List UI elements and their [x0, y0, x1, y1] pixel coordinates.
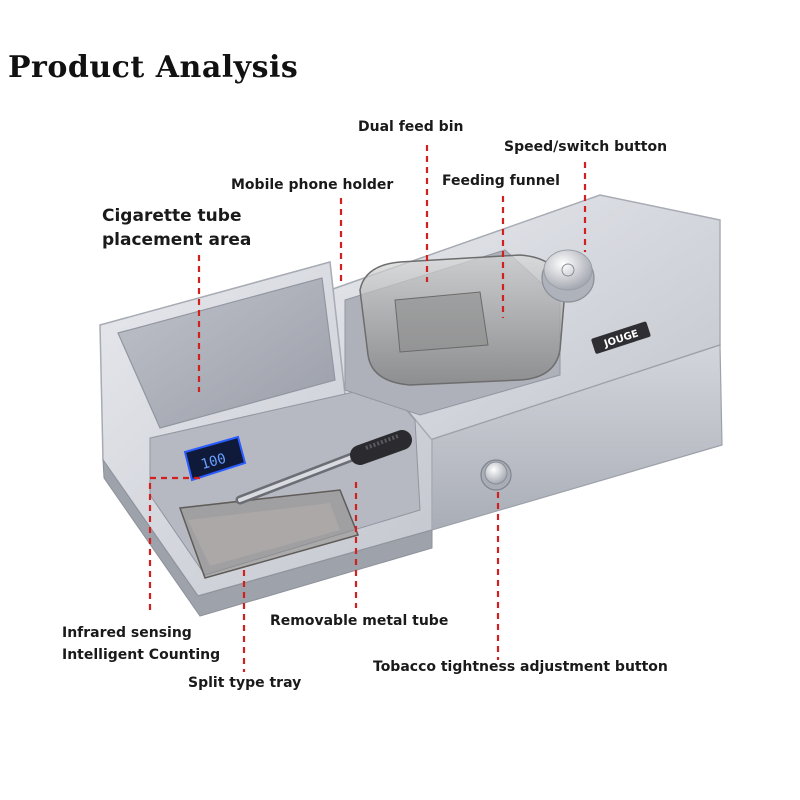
counter-display — [183, 435, 247, 482]
counter-display-value: 100 — [199, 451, 228, 473]
speed-switch-knob — [541, 249, 595, 303]
label-feeding-funnel: Feeding funnel — [442, 173, 560, 189]
label-removable-metal-tube: Removable metal tube — [270, 613, 449, 629]
label-cigarette-tube-area: Cigarette tube placement area — [102, 204, 302, 252]
leader-lines — [148, 145, 587, 672]
feed-bin — [359, 254, 566, 386]
brand-badge — [591, 321, 651, 354]
label-mobile-phone-holder: Mobile phone holder — [231, 177, 394, 193]
label-cigarette-tube-area-line1: Cigarette tube — [102, 206, 242, 226]
leader-infrared-sensing — [148, 476, 200, 610]
label-split-type-tray: Split type tray — [188, 675, 302, 691]
device-body — [99, 194, 723, 617]
tightness-knob — [480, 459, 512, 491]
label-speed-switch-button: Speed/switch button — [504, 139, 668, 155]
label-dual-feed-bin: Dual feed bin — [358, 119, 464, 135]
label-infrared-line2: Intelligent Counting — [62, 647, 221, 663]
label-infrared-line1: Infrared sensing — [62, 625, 192, 641]
metal-tube — [235, 430, 412, 505]
label-tobacco-tightness: Tobacco tightness adjustment button — [373, 659, 668, 675]
split-tray — [178, 489, 360, 579]
label-cigarette-tube-area-line2: placement area — [102, 230, 252, 250]
page-title: Product Analysis — [8, 50, 299, 85]
label-infrared-sensing: Infrared sensing Intelligent Counting — [62, 622, 220, 666]
